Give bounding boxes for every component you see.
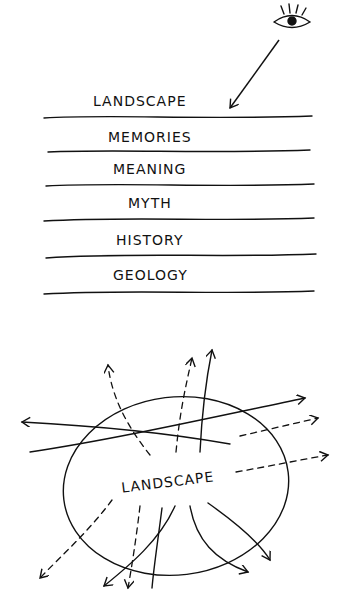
layer-line <box>44 116 312 118</box>
solid-arrow <box>104 506 175 586</box>
solid-arrow <box>208 503 270 560</box>
dashed-arrow <box>176 358 192 452</box>
solid-line <box>152 508 162 588</box>
layer-line <box>46 254 316 258</box>
layer-label: MEANING <box>113 161 186 177</box>
landscape-ellipse: LANDSCAPE <box>60 394 292 578</box>
layer-band: GEOLOGY <box>109 265 192 285</box>
solid-arrow <box>200 350 212 452</box>
radiating-arrows <box>22 350 305 588</box>
ellipse-shape <box>60 394 292 578</box>
eye <box>274 4 310 28</box>
layer-line <box>48 150 310 152</box>
dashed-arrow <box>236 455 328 472</box>
layer-band: LANDSCAPE <box>89 91 190 111</box>
layer-line <box>46 184 314 186</box>
layer-band: MEANING <box>109 159 190 179</box>
layer-line <box>44 291 314 294</box>
layer-band: HISTORY <box>112 230 188 250</box>
view-arrow <box>230 40 279 108</box>
solid-arrow <box>190 506 248 572</box>
layer-lines <box>44 116 316 294</box>
dashed-arrow <box>40 500 112 578</box>
layer-label: LANDSCAPE <box>93 93 186 109</box>
layer-band: MEMORIES <box>104 127 196 147</box>
solid-arrow <box>22 422 230 444</box>
layer-label: MYTH <box>128 195 172 211</box>
layer-label: GEOLOGY <box>113 267 188 283</box>
layer-label: HISTORY <box>116 232 184 248</box>
layer-label: MEMORIES <box>108 129 192 145</box>
dashed-arrow <box>108 365 150 455</box>
dashed-arrow <box>128 506 140 588</box>
layer-label: LANDSCAPE <box>120 468 215 495</box>
eye-lashes <box>281 4 306 15</box>
dashed-arrow <box>240 418 318 436</box>
dashed-arrows <box>40 358 328 588</box>
layer-line <box>44 218 314 221</box>
layer-band: MYTH <box>124 193 176 213</box>
eye-pupil <box>288 17 296 25</box>
eye-outline <box>274 16 310 28</box>
